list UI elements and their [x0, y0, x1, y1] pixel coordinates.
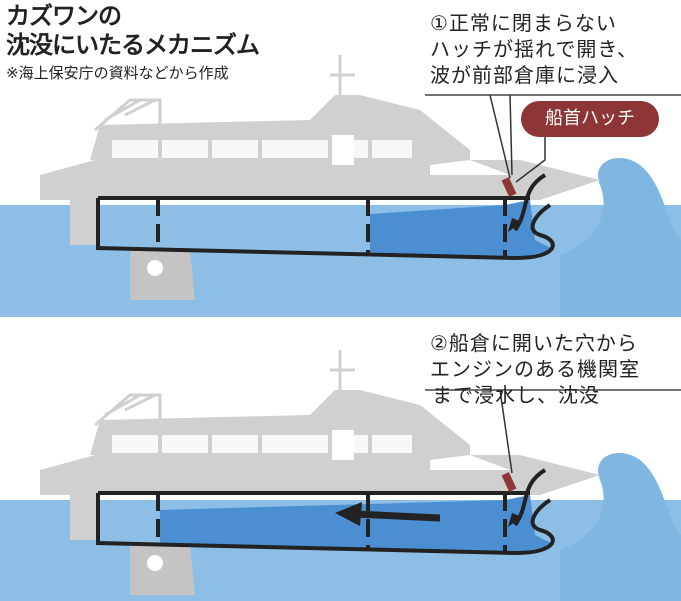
- wave-1: [560, 157, 681, 317]
- hull-outline-1: [96, 196, 555, 261]
- step2-line-3: まで浸水し、沈没: [432, 383, 600, 407]
- wave-2: [560, 452, 681, 601]
- bow-hatch-2: [501, 472, 517, 492]
- flooded-forward-storage: [370, 200, 555, 258]
- step2-line-2: エンジンのある機関室: [430, 357, 640, 381]
- source-note: ※海上保安庁の資料などから作成: [6, 64, 229, 82]
- step1-line-1: ①正常に閉まらない: [430, 11, 617, 35]
- title-line-2: 沈没にいたるメカニズム: [6, 31, 260, 59]
- step1-line-2: ハッチが揺れで開き、: [430, 37, 638, 61]
- flood-direction-arrow: [354, 510, 441, 522]
- bow-hatch-label: 船首ハッチ: [521, 101, 659, 137]
- title-line-1: カズワンの: [6, 2, 122, 30]
- step1-line-3: 波が前部倉庫に浸入: [430, 63, 619, 87]
- bow-hatch-1: [501, 177, 517, 197]
- step2-line-1: ②船倉に開いた穴から: [430, 331, 638, 355]
- hull-outline-2: [96, 491, 555, 556]
